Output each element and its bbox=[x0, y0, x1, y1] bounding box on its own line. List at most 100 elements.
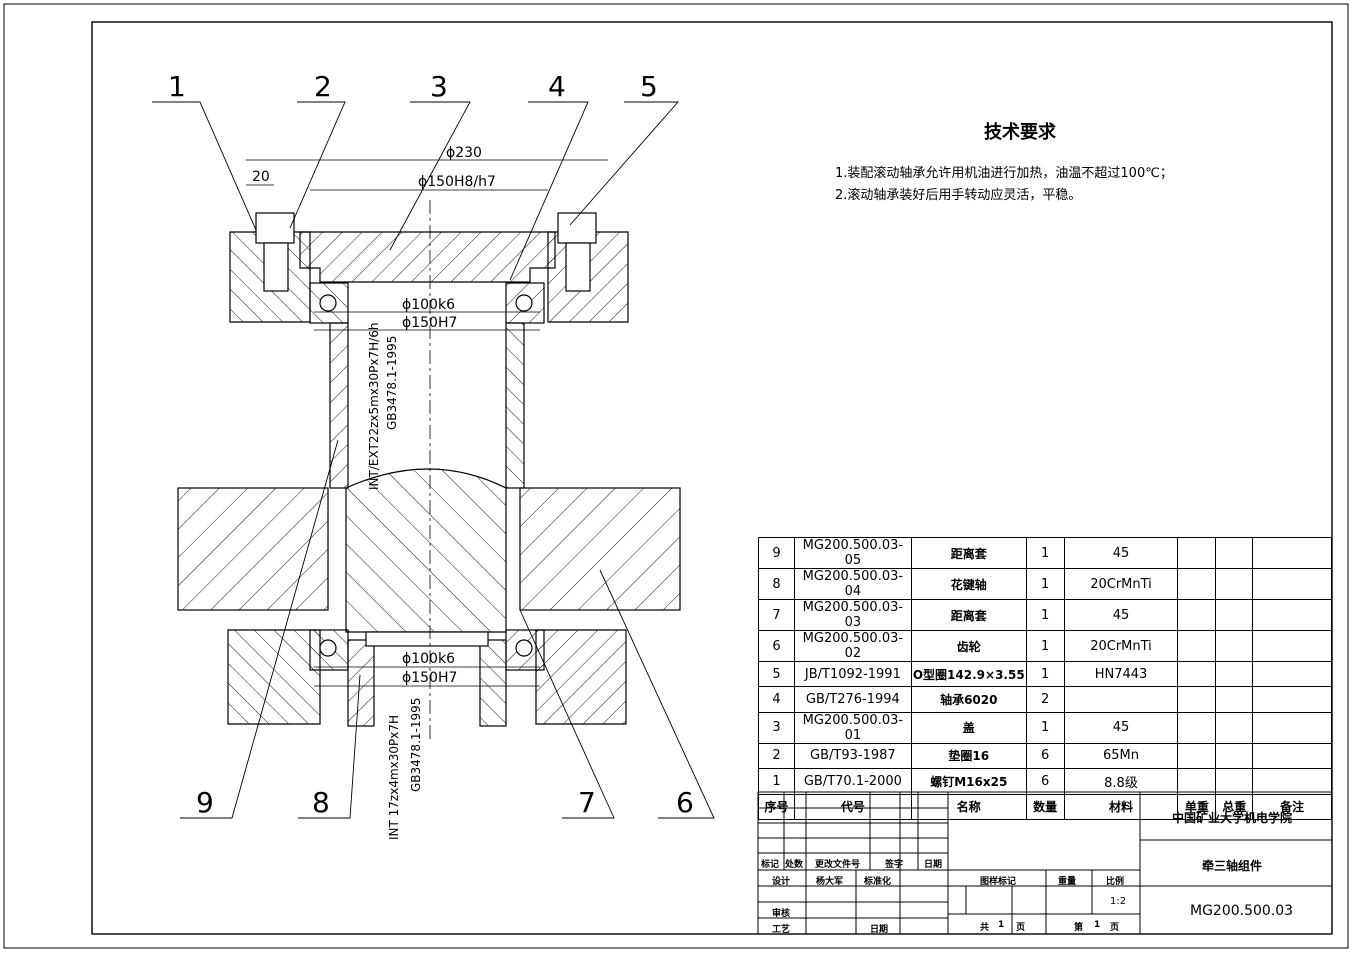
bom-header-cell: 序号 bbox=[758, 793, 795, 820]
bom-cell bbox=[1177, 599, 1217, 631]
balloon-2: 2 bbox=[314, 70, 332, 103]
bom-cell: 2 bbox=[758, 742, 795, 770]
bom-cell: 3 bbox=[758, 711, 795, 744]
bom-cell: JB/T1092-1991 bbox=[793, 660, 912, 688]
bom-cell bbox=[1063, 686, 1179, 713]
inner-border bbox=[91, 21, 1333, 935]
bom-cell bbox=[1215, 630, 1254, 662]
bom-header-cell: 数量 bbox=[1025, 793, 1065, 820]
tb-designer: 杨大军 bbox=[816, 877, 844, 887]
tb-tuyang: 图样标记 bbox=[980, 877, 1017, 887]
bom-cell: MG200.500.03-04 bbox=[793, 568, 912, 600]
bom-cell bbox=[1215, 742, 1254, 770]
tb-chushu: 处数 bbox=[785, 860, 804, 870]
bom-cell: 1 bbox=[1025, 537, 1065, 569]
bom-cell bbox=[1252, 742, 1332, 770]
bom-cell: 9 bbox=[758, 537, 795, 569]
balloon-5: 5 bbox=[640, 70, 658, 103]
bom-cell: 6 bbox=[1025, 768, 1065, 795]
balloon-9: 9 bbox=[196, 786, 214, 819]
bom-cell: MG200.500.03-05 bbox=[793, 537, 912, 569]
bom-header-cell: 总重 bbox=[1215, 793, 1254, 820]
bom-cell: 45 bbox=[1063, 711, 1179, 744]
bom-cell: MG200.500.03-02 bbox=[793, 630, 912, 662]
balloon-3: 3 bbox=[430, 70, 448, 103]
tb-bili: 比例 bbox=[1106, 877, 1125, 887]
spline2-spec: INT 17zx4mx30Px7H bbox=[387, 715, 401, 840]
bom-cell bbox=[1177, 768, 1217, 795]
bom-cell: 20CrMnTi bbox=[1063, 630, 1179, 662]
bom-header-cell: 单重 bbox=[1177, 793, 1217, 820]
balloon-6: 6 bbox=[676, 786, 694, 819]
bom-cell: 花键轴 bbox=[910, 568, 1027, 600]
balloon-8: 8 bbox=[312, 786, 330, 819]
bom-cell: 盖 bbox=[910, 711, 1027, 744]
bom-cell: 距离套 bbox=[910, 599, 1027, 631]
bom-cell bbox=[1215, 711, 1254, 744]
bom-cell: GB/T276-1994 bbox=[793, 686, 912, 713]
bom-header-cell: 代号 bbox=[793, 793, 912, 820]
dim-20: 20 bbox=[252, 169, 270, 185]
bom-cell: MG200.500.03-01 bbox=[793, 711, 912, 744]
bom-cell bbox=[1177, 660, 1217, 688]
bom-cell: GB/T70.1-2000 bbox=[793, 768, 912, 795]
bom-cell: 1 bbox=[1025, 599, 1065, 631]
tb-sheji: 设计 bbox=[772, 877, 791, 887]
bom-cell: 螺钉M16x25 bbox=[910, 768, 1027, 795]
school-name: 中国矿业大学机电学院 bbox=[1172, 811, 1293, 825]
dimension-lines bbox=[246, 159, 608, 687]
bom-cell: 垫圈16 bbox=[910, 742, 1027, 770]
bom-cell bbox=[1252, 768, 1332, 795]
bom-cell bbox=[1252, 711, 1332, 744]
assembly-section bbox=[177, 200, 681, 740]
part-name: 牵三轴组件 bbox=[1202, 859, 1263, 873]
bom-cell: 45 bbox=[1063, 537, 1179, 569]
tb-biaoji: 标记 bbox=[761, 860, 780, 870]
bom-cell: 1 bbox=[758, 768, 795, 795]
bom-cell bbox=[1177, 686, 1217, 713]
bom-cell: 1 bbox=[1025, 630, 1065, 662]
bom-cell: MG200.500.03-03 bbox=[793, 599, 912, 631]
tb-riqi2: 日期 bbox=[870, 925, 889, 935]
bom-cell bbox=[1252, 568, 1332, 600]
tech-req-line2: 2.滚动轴承装好后用手转动应灵活，平稳。 bbox=[835, 188, 1082, 203]
bom-cell bbox=[1252, 599, 1332, 631]
bom-cell bbox=[1215, 537, 1254, 569]
bom-cell: HN7443 bbox=[1063, 660, 1179, 688]
leader-lines bbox=[152, 101, 715, 819]
dim-100k6-top: ϕ100k6 bbox=[402, 297, 455, 313]
bom-cell bbox=[1252, 660, 1332, 688]
bom-cell: 6 bbox=[758, 630, 795, 662]
tech-req-line1: 1.装配滚动轴承允许用机油进行加热，油温不超过100℃； bbox=[835, 166, 1173, 181]
bom-cell bbox=[1215, 568, 1254, 600]
dim-150h7-bot: ϕ150H7 bbox=[402, 670, 457, 686]
dim-100k6-bot: ϕ100k6 bbox=[402, 651, 455, 667]
bom-header-cell: 材料 bbox=[1063, 793, 1179, 820]
tb-qianzi: 签字 bbox=[885, 860, 904, 870]
tb-wenjian: 更改文件号 bbox=[815, 860, 861, 870]
dim-150h7-top: ϕ150H7 bbox=[402, 315, 457, 331]
bom-cell: 7 bbox=[758, 599, 795, 631]
bom-cell: 8.8级 bbox=[1063, 768, 1179, 795]
bom-cell: 距离套 bbox=[910, 537, 1027, 569]
bom-cell bbox=[1252, 537, 1332, 569]
drawing-code: MG200.500.03 bbox=[1190, 903, 1294, 919]
bom-cell bbox=[1177, 630, 1217, 662]
bom-cell: 2 bbox=[1025, 686, 1065, 713]
bom-header: 序号代号名称数量材料单重总重备注 bbox=[758, 793, 1332, 820]
bom-cell bbox=[1215, 599, 1254, 631]
bom-cell bbox=[1252, 686, 1332, 713]
bom-cell: 1 bbox=[1025, 711, 1065, 744]
balloon-7: 7 bbox=[578, 786, 596, 819]
tb-scale: 1:2 bbox=[1110, 896, 1127, 907]
tb-di-n: 1 bbox=[1094, 920, 1101, 930]
bom-cell: 轴承6020 bbox=[910, 686, 1027, 713]
